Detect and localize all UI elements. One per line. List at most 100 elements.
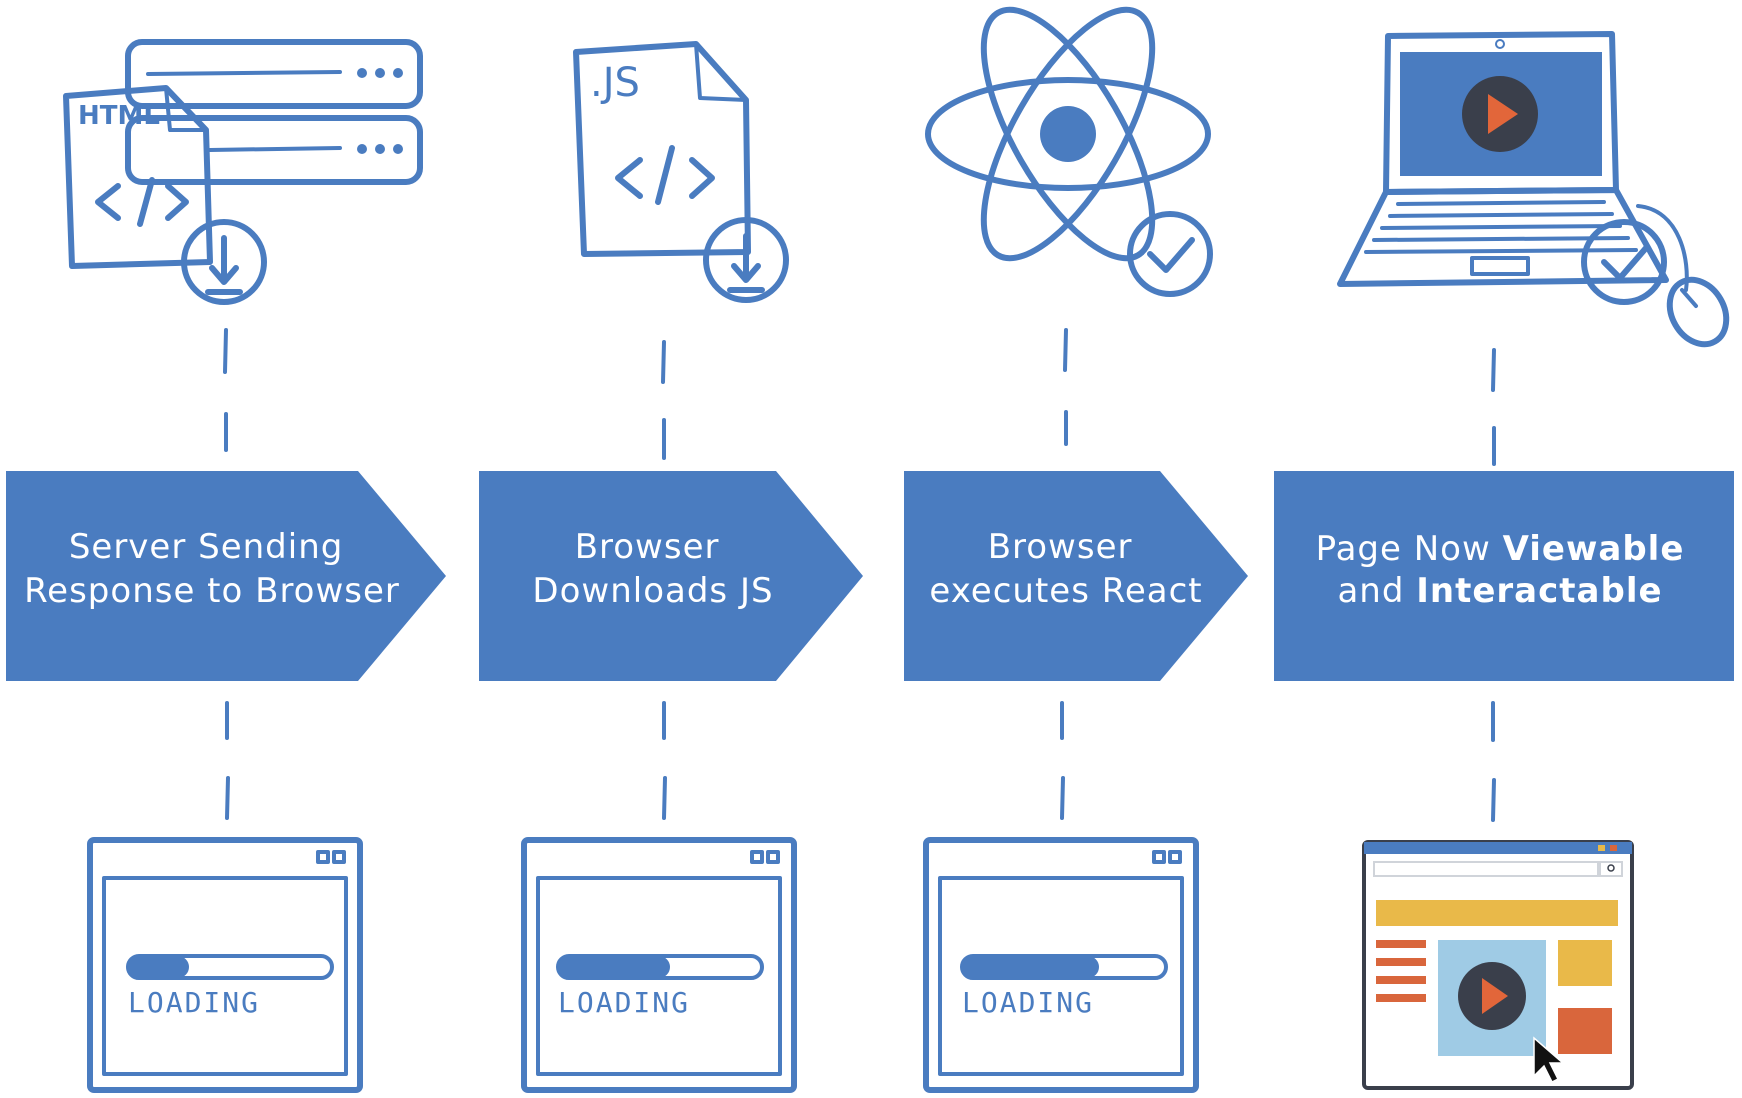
webpage-search-icon bbox=[1607, 864, 1615, 872]
loading-window-1-label: LOADING bbox=[128, 986, 260, 1019]
webpage-nav-line-1 bbox=[1376, 940, 1426, 948]
loading-window-2-label: LOADING bbox=[558, 986, 690, 1019]
download-arrow-icon-1 bbox=[205, 235, 243, 295]
webpage-header-block bbox=[1376, 900, 1618, 926]
js-file-fold bbox=[694, 42, 748, 102]
step-4-label-line2-prefix: and bbox=[1337, 571, 1416, 611]
step-3-label-line1: Browser bbox=[988, 527, 1133, 567]
atom-nucleus bbox=[1040, 106, 1096, 162]
loading-window-3-label: LOADING bbox=[962, 986, 1094, 1019]
connector-4-top-a bbox=[1491, 348, 1496, 392]
atom-orbit-horizontal bbox=[925, 77, 1211, 191]
step-3-label: Browser executes React bbox=[929, 527, 1202, 611]
step-3-label-line2: executes React bbox=[929, 571, 1202, 611]
webpage-window-control-1 bbox=[1598, 845, 1605, 851]
webpage-nav-line-4 bbox=[1376, 994, 1426, 1002]
dashed-connectors bbox=[223, 328, 1496, 822]
server-rack-top-dot-1 bbox=[357, 68, 367, 78]
html-file-outline bbox=[63, 85, 213, 269]
atom-orbit-diag-1 bbox=[980, 6, 1156, 262]
server-rack-top-dot-3 bbox=[393, 68, 403, 78]
mouse-button-split bbox=[1680, 288, 1698, 308]
react-atom-check-icon bbox=[925, 6, 1213, 297]
laptop-camera bbox=[1495, 39, 1505, 49]
webpage-search-box bbox=[1599, 861, 1623, 877]
step-2-label-line2: Downloads JS bbox=[532, 571, 773, 611]
step-4-label-line1: Page Now Viewable bbox=[1316, 529, 1685, 569]
html-code-glyph bbox=[95, 177, 189, 227]
webpage-play-icon bbox=[1482, 978, 1508, 1014]
cursor-arrow-icon bbox=[1533, 1036, 1566, 1084]
webpage-nav-line-2 bbox=[1376, 958, 1426, 966]
step-3-banner bbox=[904, 471, 1248, 681]
js-code-glyph bbox=[615, 145, 715, 205]
server-rack-top-line bbox=[146, 70, 342, 76]
download-badge-1 bbox=[181, 219, 267, 305]
step-banners bbox=[6, 471, 1734, 681]
loading-window-1: LOADING bbox=[87, 837, 363, 1093]
html-file-fold bbox=[164, 86, 208, 132]
loading-window-3-control-1 bbox=[1152, 850, 1166, 864]
laptop-keyboard-keys bbox=[1364, 200, 1638, 254]
atom-orbit-diag-2 bbox=[980, 6, 1156, 262]
html-file-label: HTML bbox=[78, 101, 160, 131]
server-rack-top bbox=[125, 39, 423, 109]
loading-window-2-progress-fill bbox=[558, 956, 670, 978]
step-4-label-line2: and Interactable bbox=[1337, 571, 1662, 611]
webpage-side-block-orange bbox=[1558, 1008, 1612, 1054]
server-rack-bottom bbox=[125, 115, 423, 185]
server-rack-bottom-line bbox=[208, 146, 342, 152]
js-file-label: .JS bbox=[590, 60, 640, 106]
check-icon-3 bbox=[1147, 237, 1195, 273]
laptop-trackpad bbox=[1470, 256, 1530, 276]
server-rack-bottom-dot-2 bbox=[375, 144, 385, 154]
connector-1-bottom-b bbox=[225, 776, 230, 820]
step-1-banner bbox=[6, 471, 446, 681]
step-1-label-line1: Server Sending bbox=[69, 527, 344, 567]
loading-window-1-control-1 bbox=[316, 850, 330, 864]
loading-window-3-progress-fill bbox=[962, 956, 1099, 978]
step-4-label-line2-strong: Interactable bbox=[1416, 571, 1662, 611]
check-badge-3 bbox=[1127, 211, 1213, 297]
loading-window-1-frame bbox=[87, 837, 363, 1093]
js-file-download-icon: .JS bbox=[573, 41, 789, 303]
step-1-label-line2: Response to Browser bbox=[24, 571, 400, 611]
loading-window-3-frame bbox=[923, 837, 1199, 1093]
loading-window-3: LOADING bbox=[923, 837, 1199, 1093]
download-badge-2 bbox=[703, 217, 789, 303]
html-file-server-download-icon: HTML bbox=[63, 39, 423, 305]
connector-1-top-a bbox=[223, 328, 228, 374]
loading-window-3-control-2 bbox=[1168, 850, 1182, 864]
loading-window-1-control-2 bbox=[332, 850, 346, 864]
step-1-label: Server Sending Response to Browser bbox=[24, 527, 400, 611]
step-2-label: Browser Downloads JS bbox=[532, 527, 773, 611]
webpage-window-control-2 bbox=[1610, 845, 1617, 851]
loading-window-2: LOADING bbox=[521, 837, 797, 1093]
loading-window-2-control-2 bbox=[766, 850, 780, 864]
mouse-icon bbox=[1666, 276, 1730, 348]
webpage-nav-line-3 bbox=[1376, 976, 1426, 984]
loading-window-1-progress-fill bbox=[128, 956, 189, 978]
server-rack-bottom-dot-1 bbox=[357, 144, 367, 154]
server-rack-top-dot-2 bbox=[375, 68, 385, 78]
download-arrow-icon-2 bbox=[727, 233, 765, 293]
connector-3-top-a bbox=[1063, 328, 1068, 372]
loading-window-2-viewport bbox=[536, 876, 782, 1076]
connector-3-bottom-b bbox=[1060, 776, 1065, 820]
loading-window-2-frame bbox=[521, 837, 797, 1093]
interactive-webpage-icon bbox=[1362, 840, 1634, 1090]
step-4-label-line1-prefix: Page Now bbox=[1316, 529, 1503, 569]
loading-window-1-viewport bbox=[102, 876, 348, 1076]
connector-4-bottom-b bbox=[1491, 778, 1496, 822]
laptop-play-icon bbox=[1488, 94, 1518, 134]
js-file-outline bbox=[573, 41, 751, 257]
loading-window-2-control-1 bbox=[750, 850, 764, 864]
connector-2-top-a bbox=[661, 340, 666, 384]
webpage-title-bar bbox=[1364, 842, 1632, 854]
step-2-banner bbox=[479, 471, 863, 681]
check-badge-4 bbox=[1581, 219, 1667, 305]
step-4-banner bbox=[1274, 471, 1734, 681]
laptop-play-check-icon bbox=[1337, 31, 1730, 348]
step-2-label-line1: Browser bbox=[575, 527, 720, 567]
